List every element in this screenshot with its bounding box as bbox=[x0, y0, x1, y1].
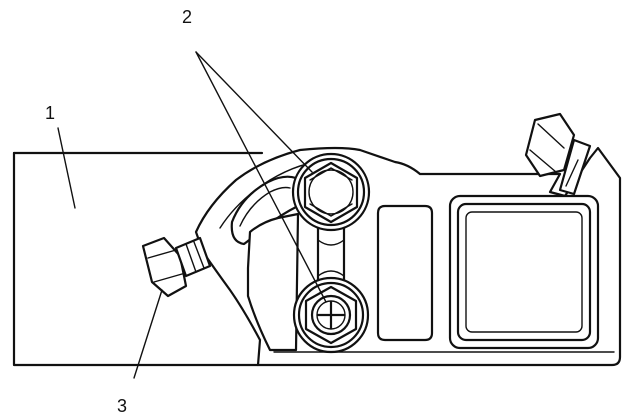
leader-line-1 bbox=[57, 127, 76, 209]
side-bolt-right bbox=[524, 112, 592, 196]
leader-line-2a bbox=[195, 51, 313, 173]
lower-crosshead-bolt bbox=[292, 276, 370, 354]
leader-lines bbox=[57, 51, 327, 379]
upper-hex-bolt bbox=[291, 152, 371, 232]
callout-3: 3 bbox=[117, 396, 128, 416]
square-tube bbox=[448, 194, 600, 350]
callout-2: 2 bbox=[182, 7, 193, 27]
set-screw-part-3 bbox=[141, 236, 212, 298]
beam-part-1 bbox=[12, 151, 264, 367]
leader-line-2b bbox=[195, 51, 327, 303]
leader-line-3 bbox=[133, 289, 163, 379]
callout-1: 1 bbox=[45, 103, 56, 123]
